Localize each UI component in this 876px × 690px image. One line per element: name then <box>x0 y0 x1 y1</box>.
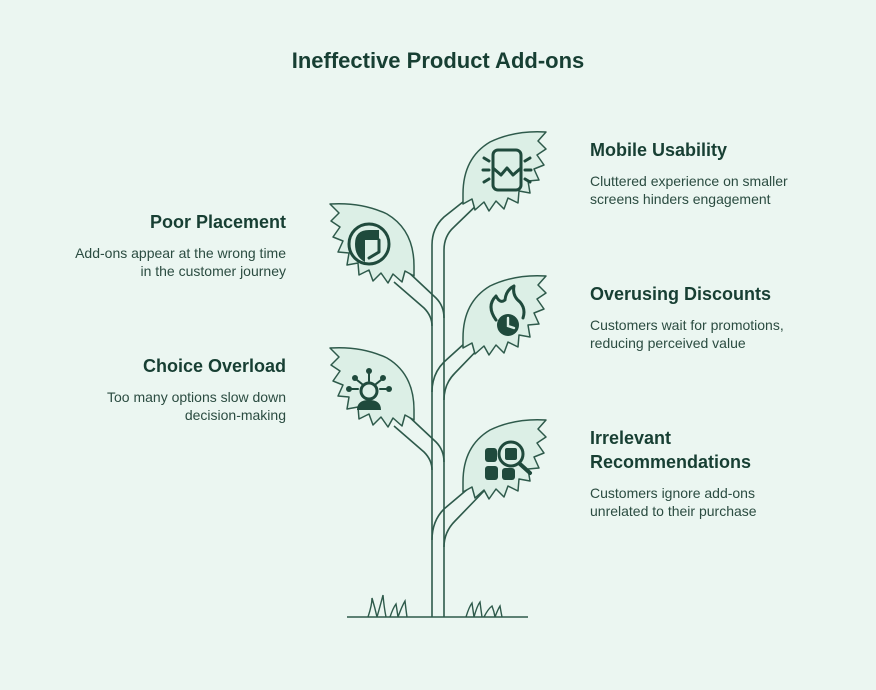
item-heading: Irrelevant Recommendations <box>590 428 752 472</box>
main-stem <box>431 189 485 617</box>
diagram-title: Ineffective Product Add-ons <box>291 48 585 73</box>
item-description: Too many options slow down decision-maki… <box>107 389 286 423</box>
item-mobile-usability: Mobile Usability Cluttered experience on… <box>590 138 850 208</box>
item-heading: Mobile Usability <box>590 140 728 160</box>
item-irrelevant-recommendations: Irrelevant Recommendations Customers ign… <box>590 426 850 520</box>
item-description: Customers ignore add-ons unrelated to th… <box>590 485 757 519</box>
item-heading: Overusing Discounts <box>590 284 772 304</box>
leaf-irrelevant-recommendations <box>462 418 547 500</box>
item-description: Customers wait for promotions, reducing … <box>590 317 784 351</box>
item-overusing-discounts: Overusing Discounts Customers wait for p… <box>590 282 850 352</box>
fire-clock-icon <box>489 284 526 336</box>
branch-left-1 <box>393 267 445 327</box>
leaf-choice-overload <box>329 346 415 428</box>
search-blocks-icon <box>485 440 532 480</box>
item-heading: Choice Overload <box>142 356 286 376</box>
broken-phone-icon <box>481 148 533 192</box>
item-description: Cluttered experience on smaller screens … <box>590 173 788 207</box>
item-poor-placement: Poor Placement Add-ons appear at the wro… <box>30 210 286 280</box>
leaf-poor-placement <box>329 202 415 284</box>
item-choice-overload: Choice Overload Too many options slow do… <box>30 354 286 424</box>
person-options-icon <box>346 368 392 410</box>
branch-left-2 <box>393 411 445 471</box>
branch-right-2 <box>431 332 485 401</box>
misplaced-arrow-icon <box>347 222 391 266</box>
item-description: Add-ons appear at the wrong time in the … <box>75 245 286 279</box>
item-heading: Poor Placement <box>149 212 286 232</box>
branch-right-3 <box>431 481 485 548</box>
ground <box>347 594 528 618</box>
